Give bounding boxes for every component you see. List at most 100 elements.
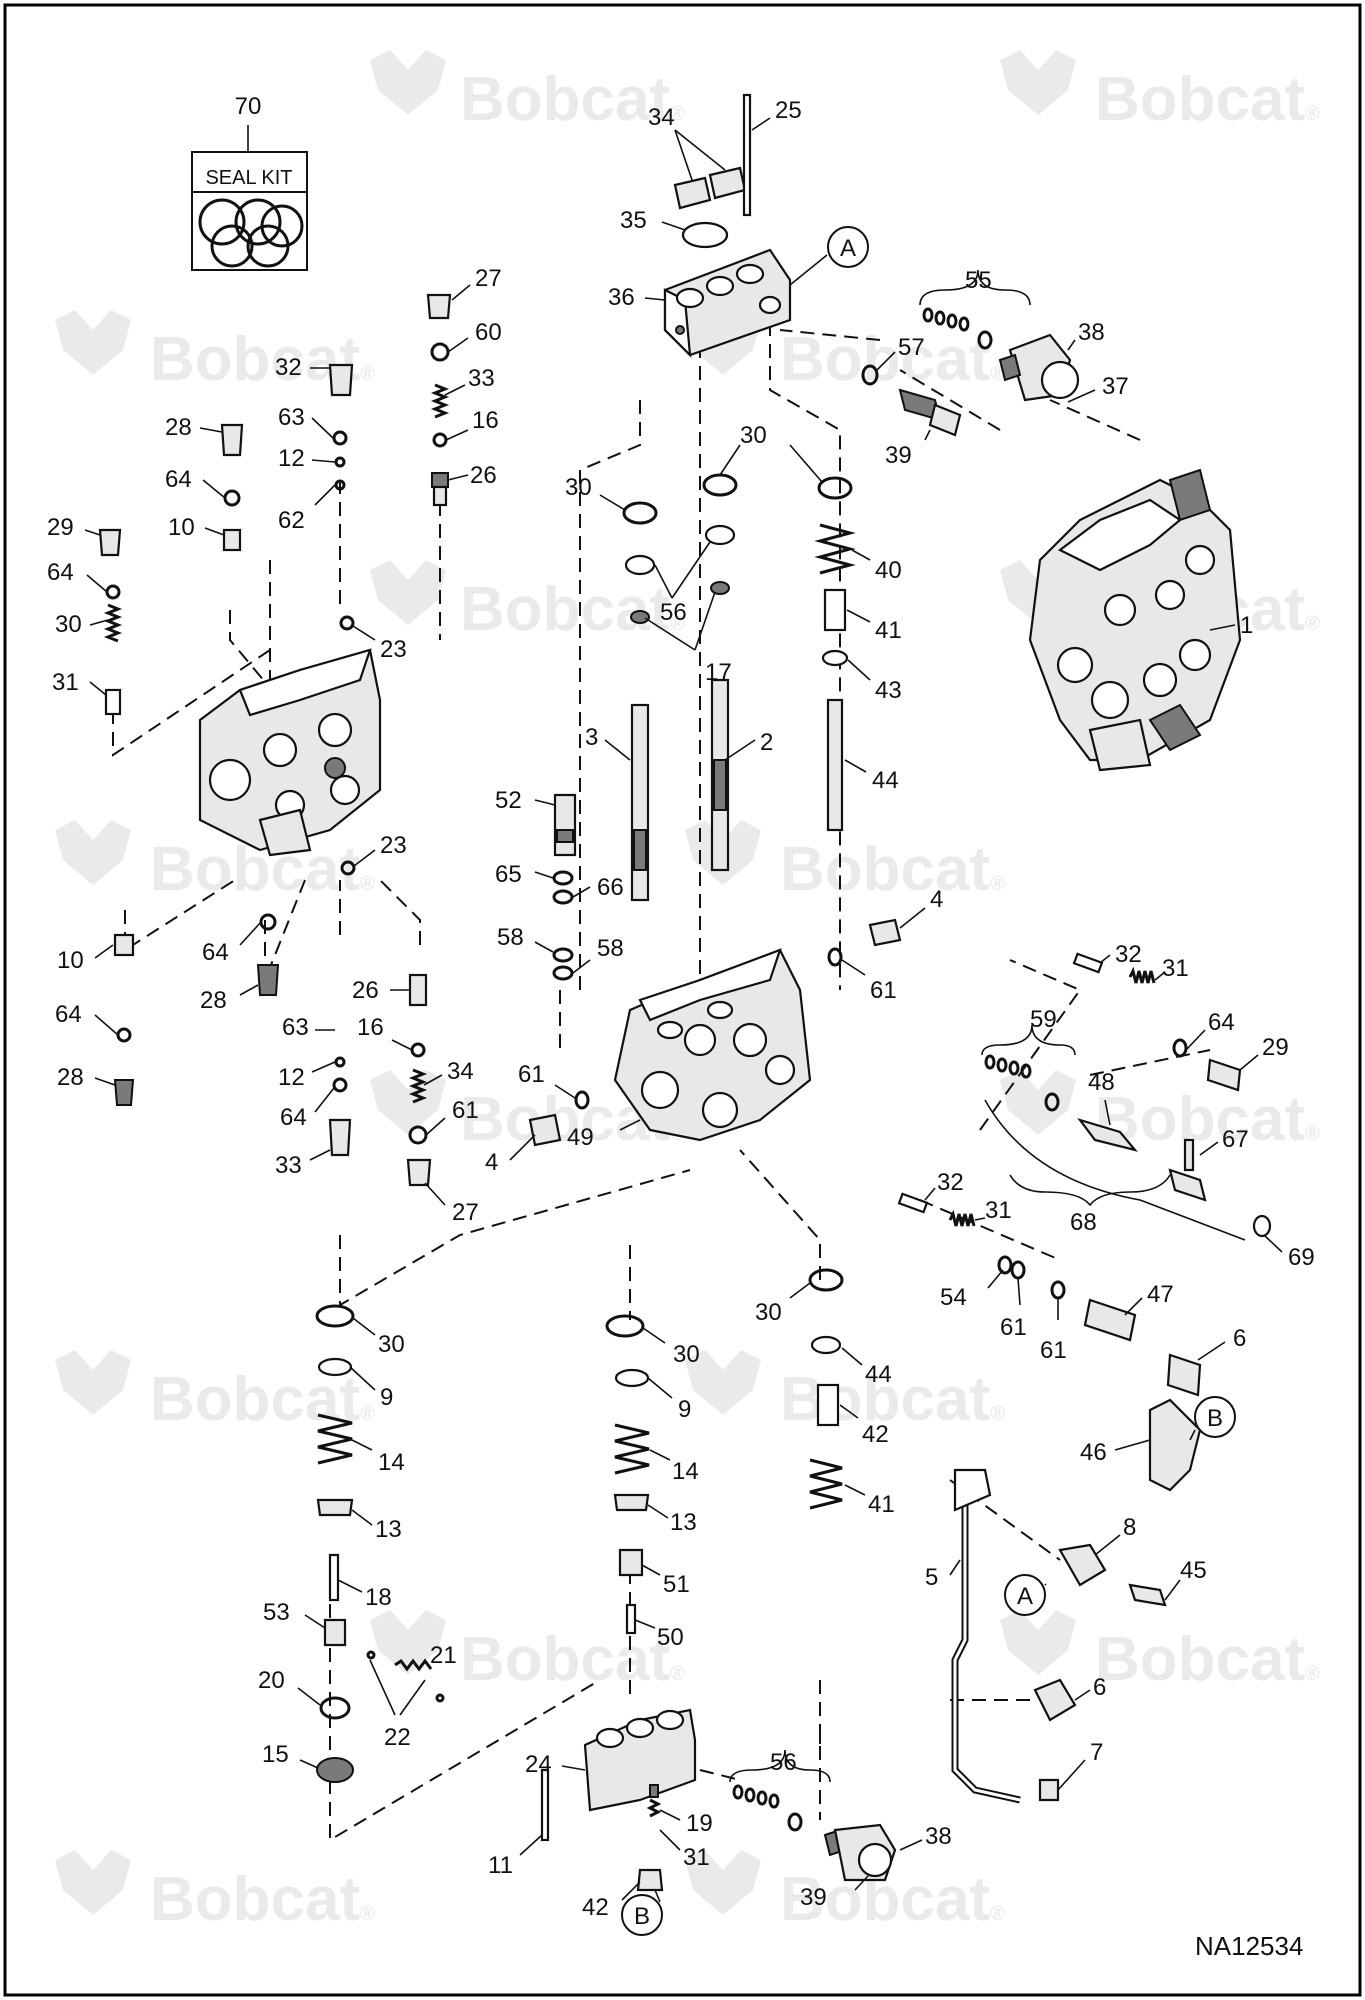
callout-63-lower: 63	[282, 1014, 335, 1041]
callout-1: 1	[1209, 612, 1253, 639]
callout-31-bottom: 31	[659, 1829, 710, 1871]
svg-text:Bobcat®: Bobcat®	[150, 325, 375, 394]
svg-text:12: 12	[278, 1064, 305, 1091]
callout-21: 21	[419, 1642, 457, 1669]
svg-text:23: 23	[380, 636, 407, 663]
callout-61-lower-left: 61	[425, 1097, 479, 1136]
callout-52: 51	[641, 1564, 690, 1598]
watermark-15: Bobcat®	[55, 1850, 375, 1934]
diagram-frame	[3, 3, 1362, 1997]
items-19-31-43	[636, 1784, 664, 1892]
callout-4-left: 4	[485, 1134, 536, 1176]
watermark-2: Bobcat®	[1000, 50, 1320, 134]
callout-61-center-right: 61	[841, 959, 897, 1004]
svg-text:Bobcat®: Bobcat®	[780, 325, 1005, 394]
left-upper-parts	[98, 293, 452, 716]
svg-text:5: 5	[925, 1564, 938, 1591]
svg-text:28: 28	[165, 414, 192, 441]
valve-40	[898, 388, 962, 437]
svg-text:44: 44	[872, 767, 899, 794]
reference-circle-b-right: B	[1189, 1396, 1236, 1441]
callout-46: 45	[1164, 1557, 1207, 1601]
callout-32-left: 31	[52, 669, 107, 696]
svg-text:33: 33	[275, 1152, 302, 1179]
callout-3: 3	[585, 724, 631, 761]
solenoid-39-top	[998, 333, 1080, 402]
callout-31-right-upper: 31	[1154, 955, 1189, 982]
assembled-valve-1	[1028, 468, 1242, 772]
callout-23-lower: 23	[353, 832, 407, 867]
svg-text:64: 64	[55, 1001, 82, 1028]
callout-10-upper: 10	[168, 514, 225, 541]
svg-text:20: 20	[258, 1667, 285, 1694]
watermark-12: Bobcat®	[685, 1350, 1005, 1434]
callout-64-lower-a: 64	[202, 921, 262, 966]
svg-text:Bobcat®: Bobcat®	[780, 835, 1005, 904]
svg-text:41: 41	[868, 1491, 895, 1518]
svg-text:16: 16	[472, 407, 499, 434]
orings-56-top	[922, 307, 993, 350]
callout-28-middle: 28	[200, 984, 259, 1014]
svg-text:38: 38	[1078, 319, 1105, 346]
reference-circle-b-bottom: B	[621, 1889, 663, 1936]
callout-7: 7	[1057, 1739, 1103, 1791]
svg-text:58: 58	[497, 924, 524, 951]
lower-left-stack	[315, 1304, 445, 1783]
svg-text:30: 30	[378, 1331, 405, 1358]
orings-56-bottom	[732, 1784, 803, 1832]
callout-14-center: 14	[649, 1449, 699, 1485]
left-valve-section	[198, 648, 382, 857]
svg-text:51: 51	[663, 1571, 690, 1598]
callout-30-lower-left: 30	[352, 1317, 405, 1358]
callout-30-upper-right: 30	[719, 422, 823, 483]
svg-text:39: 39	[800, 1884, 827, 1911]
callout-45: 44	[844, 759, 899, 794]
callout-2: 2	[724, 729, 773, 761]
svg-text:26: 26	[352, 977, 379, 1004]
callout-64-upper-a: 63	[278, 404, 334, 439]
callout-24: 24	[525, 1751, 586, 1778]
callout-12-lower: 12	[278, 1061, 336, 1091]
svg-text:48: 48	[1088, 1069, 1115, 1096]
callout-65: 65	[495, 861, 554, 888]
callout-13-center: 13	[647, 1504, 697, 1536]
svg-text:42: 42	[582, 1894, 609, 1921]
callout-19: 19	[659, 1809, 713, 1837]
callout-16-lower: 16	[357, 1014, 413, 1051]
callout-27-lower: 27	[424, 1182, 479, 1226]
svg-text:63: 63	[278, 404, 305, 431]
svg-text:27: 27	[475, 265, 502, 292]
svg-text:31: 31	[1162, 955, 1189, 982]
callout-36: 35	[620, 207, 686, 234]
svg-text:30: 30	[740, 422, 767, 449]
svg-text:26: 26	[470, 462, 497, 489]
svg-text:22: 22	[384, 1724, 411, 1751]
callout-41-upper: 40	[851, 549, 902, 584]
oring-23-lower	[340, 860, 356, 876]
svg-text:30: 30	[565, 474, 592, 501]
callout-42-lower: 42	[839, 1404, 889, 1448]
callout-30-lower-right: 30	[755, 1282, 811, 1326]
callout-64-left: 64	[47, 559, 108, 593]
svg-text:Bobcat®: Bobcat®	[460, 575, 685, 644]
svg-text:37: 37	[1102, 373, 1129, 400]
drawing-id: NA12534	[1195, 1931, 1303, 1961]
svg-text:40: 40	[875, 557, 902, 584]
watermark-5: Bobcat®	[370, 560, 685, 644]
svg-text:52: 52	[495, 787, 522, 814]
watermark-13: Bobcat®	[370, 1610, 685, 1694]
callout-38-top: 37	[1067, 373, 1129, 403]
svg-text:67: 67	[1222, 1126, 1249, 1153]
svg-text:6: 6	[1093, 1674, 1106, 1701]
svg-text:32: 32	[937, 1169, 964, 1196]
svg-text:16: 16	[357, 1014, 384, 1041]
svg-text:Bobcat®: Bobcat®	[460, 65, 685, 134]
svg-text:60: 60	[475, 319, 502, 346]
svg-text:58: 58	[597, 935, 624, 962]
svg-text:A: A	[840, 235, 856, 262]
svg-text:64: 64	[280, 1104, 307, 1131]
svg-text:57: 57	[898, 334, 925, 361]
callout-39-top: 38	[1067, 319, 1105, 351]
callout-20: 20	[258, 1667, 321, 1706]
seal-kit-box: SEAL KIT 70	[191, 93, 308, 271]
